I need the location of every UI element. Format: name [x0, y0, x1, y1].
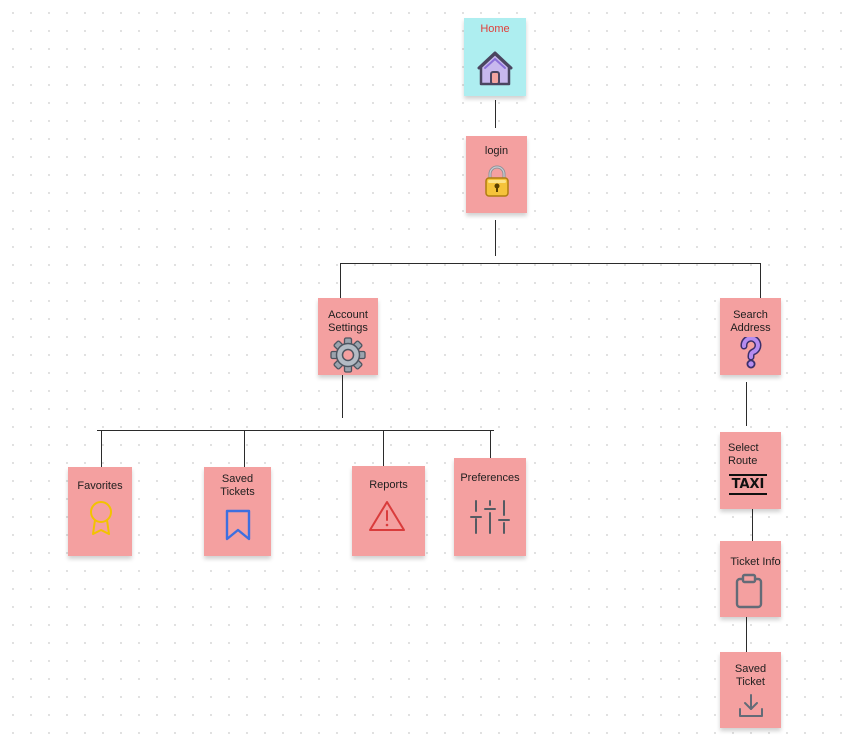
node-favorites[interactable]: Favorites — [68, 467, 132, 556]
download-icon — [737, 693, 765, 719]
clipboard-icon — [734, 573, 764, 609]
node-home-label: Home — [480, 23, 510, 35]
node-reports-label: Reports — [369, 479, 408, 491]
node-login[interactable]: login — [466, 136, 527, 213]
node-preferences[interactable]: Preferences — [454, 458, 526, 556]
node-saved-tickets[interactable]: Saved Tickets — [204, 467, 271, 556]
node-search-address[interactable]: Search Address — [720, 298, 781, 375]
bookmark-icon — [224, 508, 252, 542]
connector-login-bus — [495, 220, 496, 256]
gear-icon — [330, 337, 366, 373]
connector-route-ticketinfo — [752, 509, 753, 541]
node-ticket-info-label: Ticket Info — [730, 556, 781, 568]
node-home[interactable]: Home — [464, 18, 526, 96]
connector-branch-favorites — [101, 430, 102, 467]
node-saved-ticket[interactable]: Saved Ticket — [720, 652, 781, 728]
node-saved-ticket-label: Saved Ticket — [734, 663, 767, 688]
connector-home-login — [495, 100, 496, 128]
taxi-sign-text: TAXI — [729, 474, 767, 495]
taxi-sign-icon: TAXI — [729, 474, 767, 500]
node-select-route-label: Select Route — [728, 442, 759, 467]
node-ticket-info[interactable]: Ticket Info — [720, 541, 781, 617]
question-mark-icon — [738, 337, 764, 369]
node-reports[interactable]: Reports — [352, 466, 425, 556]
connector-branch-search — [760, 263, 761, 298]
connector-ticketinfo-saved — [746, 617, 747, 652]
node-select-route[interactable]: Select Route TAXI — [720, 432, 781, 509]
house-icon — [477, 50, 513, 88]
connector-branch-reports — [383, 430, 384, 467]
node-preferences-label: Preferences — [460, 472, 520, 484]
connector-login-branch — [340, 263, 761, 264]
node-favorites-label: Favorites — [77, 480, 123, 492]
connector-account-bus — [342, 375, 343, 418]
node-login-label: login — [484, 145, 509, 157]
connector-account-branch — [97, 430, 494, 431]
connector-branch-preferences — [490, 430, 491, 458]
node-search-address-label: Search Address — [730, 309, 771, 334]
warning-triangle-icon — [367, 499, 407, 533]
node-saved-tickets-label: Saved Tickets — [220, 473, 255, 498]
connector-branch-saved-tickets — [244, 430, 245, 467]
sliders-icon — [470, 499, 510, 535]
node-account-settings[interactable]: Account Settings — [318, 298, 378, 375]
padlock-icon — [484, 164, 510, 198]
connector-search-route — [746, 382, 747, 426]
connector-branch-account — [340, 263, 341, 298]
award-ribbon-icon — [88, 500, 114, 540]
node-account-settings-label: Account Settings — [328, 309, 368, 334]
